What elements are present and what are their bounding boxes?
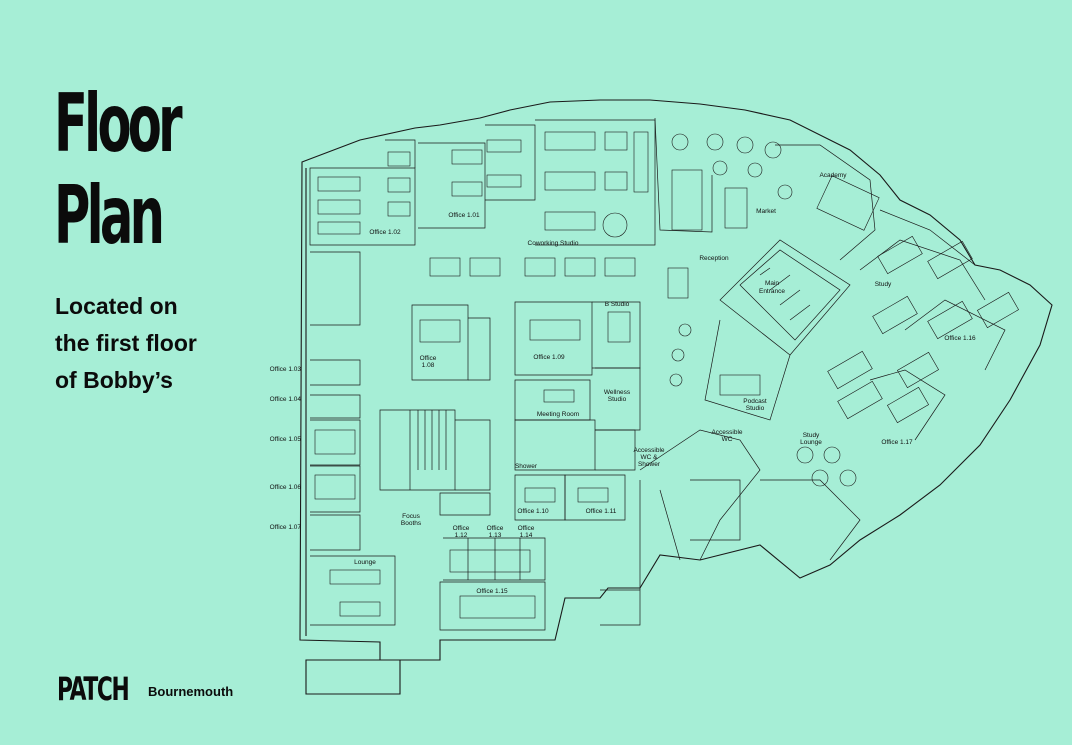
label-study-lounge-line-2: Lounge — [800, 439, 822, 446]
label-office-1-10: Office 1.10 — [517, 508, 549, 515]
label-office-1-05: Office 1.05 — [270, 436, 302, 443]
label-focus-booths-line-2: Booths — [401, 520, 422, 527]
label-office-1-08-line-2: 1.08 — [422, 362, 435, 369]
label-wellness-studio-line-1: Wellness — [604, 389, 631, 396]
furniture — [314, 131, 1019, 619]
page-title: Floor Plan — [54, 77, 183, 262]
label-wellness-studio-line-2: Studio — [608, 396, 627, 403]
label-study: Study — [875, 281, 892, 288]
label-office-1-11: Office 1.11 — [586, 508, 617, 515]
label-office-1-13-line-1: Office — [487, 525, 504, 532]
subtitle-line-2: the first floor — [55, 330, 197, 356]
label-office-1-14-line-2: 1.14 — [520, 532, 533, 539]
label-podcast-studio-line-2: Studio — [746, 405, 765, 412]
label-office-1-16: Office 1.16 — [944, 335, 976, 342]
label-focus-booths-line-1: Focus — [402, 513, 420, 520]
brand-logo: PATCH — [57, 670, 130, 708]
label-office-1-09: Office 1.09 — [533, 354, 565, 361]
label-study-lounge-line-1: Study — [803, 432, 820, 439]
label-office-1-01: Office 1.01 — [448, 212, 480, 219]
interior-walls — [309, 117, 1006, 631]
label-market: Market — [756, 208, 776, 215]
label-accessible-shower-line-3: Shower — [638, 461, 661, 468]
label-office-1-15: Office 1.15 — [476, 588, 508, 595]
label-accessible-wc-line-2: WC — [722, 436, 733, 443]
label-reception: Reception — [699, 255, 729, 262]
label-coworking-studio: Coworking Studio — [528, 240, 579, 247]
subtitle: Located on the first floor of Bobby’s — [55, 288, 197, 399]
label-accessible-shower-line-1: Accessible — [633, 447, 664, 454]
label-b-studio: B Studio — [605, 301, 630, 308]
label-podcast-studio-line-1: Podcast — [743, 398, 767, 405]
label-accessible-shower-line-2: WC & — [641, 454, 659, 461]
label-meeting-room: Meeting Room — [537, 411, 579, 418]
label-academy: Academy — [819, 172, 847, 179]
label-office-1-08-line-1: Office — [420, 355, 437, 362]
building-outline — [299, 99, 1053, 695]
subtitle-line-1: Located on — [55, 293, 178, 319]
label-main-entrance-line-1: Main — [765, 280, 779, 287]
label-office-1-02: Office 1.02 — [369, 229, 401, 236]
label-main-entrance-line-2: Entrance — [759, 288, 785, 295]
label-office-1-17: Office 1.17 — [881, 439, 913, 446]
location-label: Bournemouth — [148, 684, 234, 699]
label-office-1-04: Office 1.04 — [270, 396, 302, 403]
label-office-1-07: Office 1.07 — [270, 524, 302, 531]
room-labels: Office 1.01 Office 1.02 Coworking Studio… — [270, 172, 976, 595]
label-shower: Shower — [515, 463, 538, 470]
label-lounge: Lounge — [354, 559, 376, 566]
label-office-1-06: Office 1.06 — [270, 484, 302, 491]
subtitle-line-3: of Bobby’s — [55, 367, 173, 393]
label-office-1-13-line-2: 1.13 — [489, 532, 502, 539]
title-line-2: Plan — [54, 169, 165, 262]
label-office-1-12-line-1: Office — [453, 525, 470, 532]
label-office-1-14-line-1: Office — [518, 525, 535, 532]
label-office-1-12-line-2: 1.12 — [455, 532, 468, 539]
label-office-1-03: Office 1.03 — [270, 366, 302, 373]
label-accessible-wc-line-1: Accessible — [711, 429, 742, 436]
title-line-1: Floor — [54, 77, 183, 170]
